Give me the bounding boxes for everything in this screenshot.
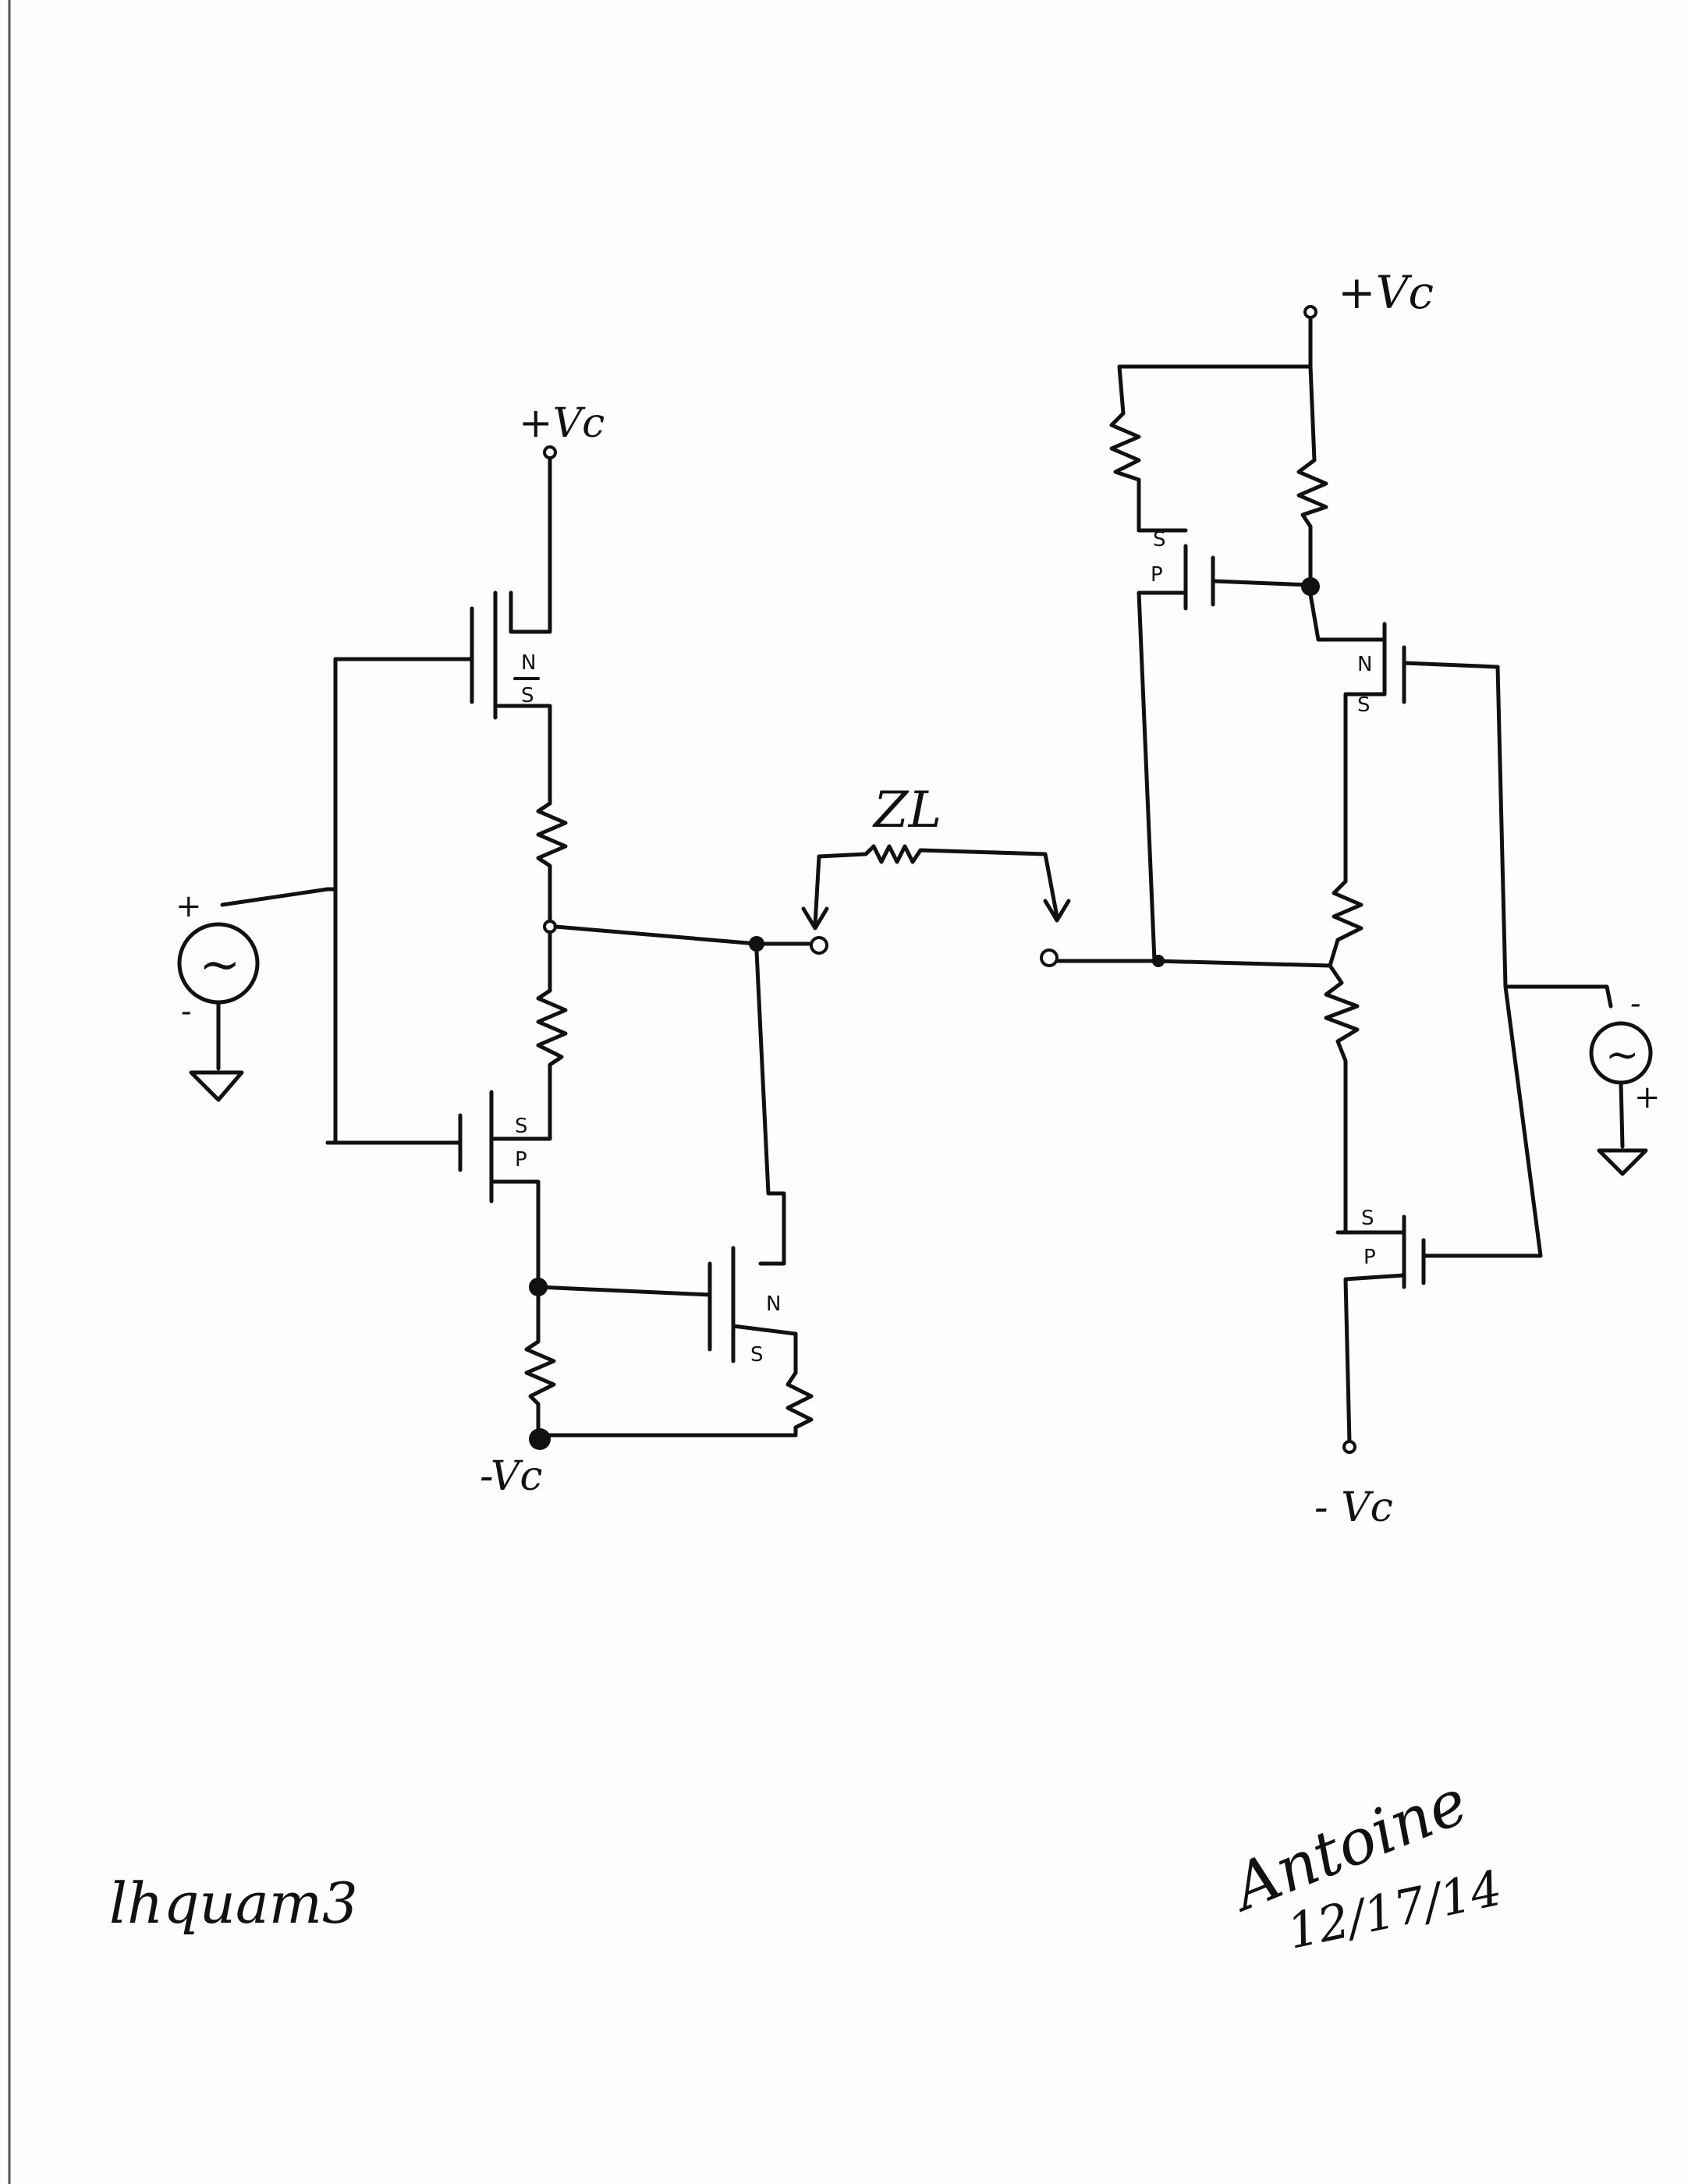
left-source-symbol: ~ (199, 936, 241, 994)
left-ground-icon (189, 1070, 244, 1102)
load-resistor (817, 844, 1059, 919)
left-circuit: +Vc N S S P (176, 400, 828, 1500)
left-feedback-wire (754, 949, 786, 1266)
right-top-pmos: S P (1137, 528, 1313, 963)
right-gate-bus (1495, 665, 1543, 1258)
right-source-minus: - (1630, 986, 1641, 1022)
pin-label: P (515, 1148, 527, 1172)
left-gate-bus (325, 657, 338, 1145)
author-signature: lhquam3 (109, 1870, 358, 1936)
pin-label: N (1357, 653, 1372, 676)
load-lead-left (813, 854, 821, 927)
left-upper-resistor (536, 801, 568, 927)
pin-label: S (515, 1115, 528, 1138)
left-output-wire (553, 924, 814, 946)
right-vc-minus-terminal (1342, 1440, 1356, 1454)
right-vc-plus-label: +Vc (1338, 266, 1434, 319)
right-output-wire (1055, 959, 1332, 968)
left-junction-dot (749, 936, 764, 952)
load-impedance: ZL (801, 782, 1071, 931)
right-ac-source: ~ - + (1589, 986, 1661, 1176)
left-top-nmos: N S (333, 590, 552, 806)
left-vc-minus-label: -Vc (480, 1453, 542, 1500)
right-source-wire (1503, 984, 1613, 1009)
right-lower-resistor (1324, 963, 1360, 1235)
right-circuit: +Vc S P N S (1040, 266, 1661, 1531)
right-top-right-resistor (1296, 364, 1328, 587)
load-arrow-left-icon (801, 906, 829, 931)
right-vc-minus-label: - Vc (1314, 1484, 1393, 1531)
right-ground-icon (1597, 1148, 1648, 1176)
load-label: ZL (872, 782, 942, 839)
right-source-plus: + (1634, 1080, 1661, 1115)
right-vc-plus-terminal (1303, 305, 1317, 319)
left-low-nmos: N S (536, 1246, 798, 1375)
pin-label: S (1361, 1207, 1374, 1230)
right-source-symbol: ~ (1605, 1032, 1640, 1079)
left-source-minus: - (181, 994, 192, 1030)
right-top-node (1301, 577, 1320, 596)
left-ac-source: ~ + - (176, 888, 260, 1102)
left-vc-minus-node (529, 1428, 551, 1450)
left-source-wire (220, 887, 330, 907)
right-upper-resistor (1328, 879, 1364, 968)
pin-label: S (1153, 528, 1166, 551)
load-arrow-right-icon (1043, 899, 1071, 923)
left-source-plus: + (176, 888, 202, 924)
left-vc-plus-terminal (543, 445, 557, 459)
left-source-resistor (785, 1370, 814, 1438)
left-lower-resistor (536, 930, 568, 1141)
pin-label: P (1364, 1246, 1376, 1269)
right-output-terminal (1040, 948, 1059, 967)
left-vc-plus-label: +Vc (519, 400, 605, 447)
pin-label: S (750, 1343, 764, 1367)
left-low-node (529, 1278, 548, 1296)
pin-label: N (766, 1292, 781, 1316)
left-output-terminal (810, 936, 828, 955)
pin-label: S (1357, 693, 1371, 717)
right-supply-rail (1117, 316, 1313, 416)
pin-label: S (521, 684, 534, 707)
right-mid-nmos: N S (1308, 592, 1500, 884)
left-supply-wire (509, 456, 552, 634)
right-low-pmos: S P (1335, 1207, 1543, 1445)
left-mid-pmos: S P (325, 1090, 552, 1289)
pin-label: P (1151, 563, 1163, 587)
left-bottom-resistor (524, 1292, 556, 1438)
pin-label: N (521, 651, 536, 675)
right-top-left-resistor (1109, 411, 1141, 533)
